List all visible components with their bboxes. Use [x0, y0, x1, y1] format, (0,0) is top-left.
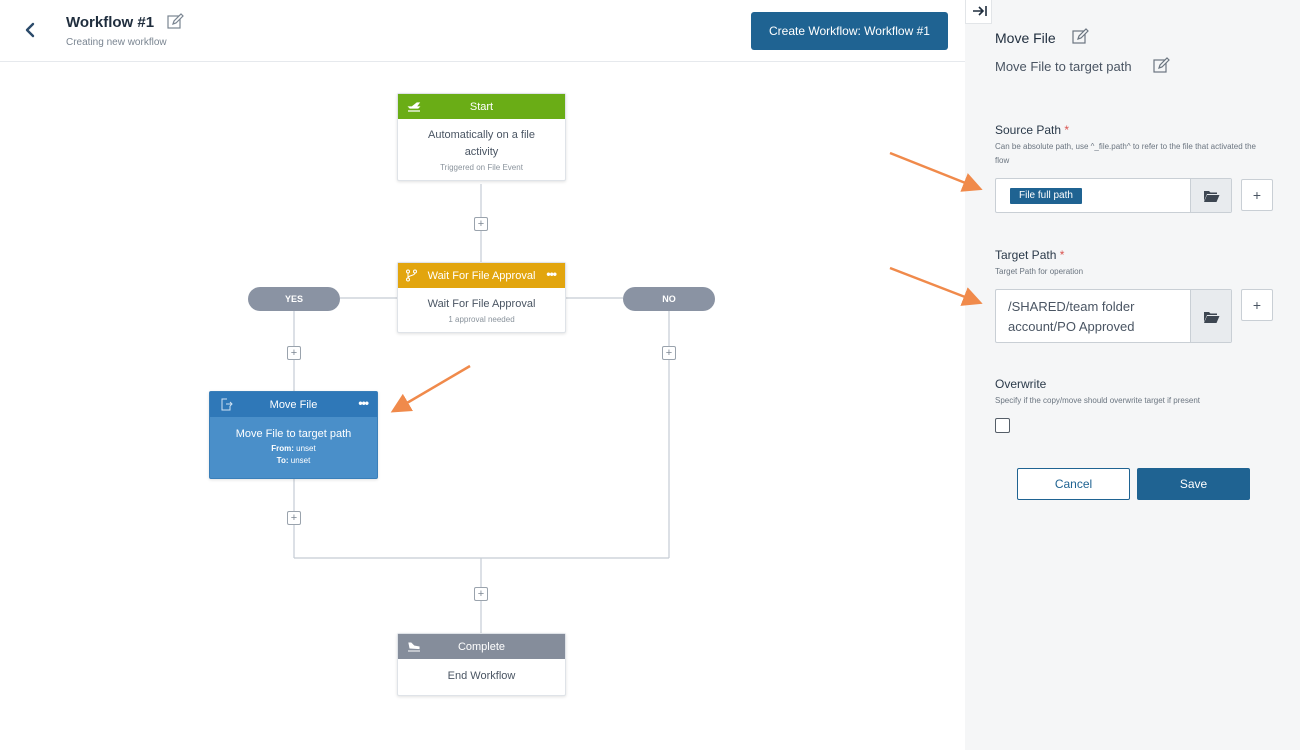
move-file-icon: [221, 398, 233, 411]
branch-yes-pill[interactable]: YES: [248, 287, 340, 311]
approval-node-header: Wait For File Approval •••: [398, 263, 565, 288]
target-path-help: Target Path for operation: [995, 267, 1084, 276]
add-step-before-complete-button[interactable]: +: [474, 587, 488, 601]
branch-no-pill[interactable]: NO: [623, 287, 715, 311]
target-path-label: Target Path *: [995, 248, 1064, 262]
from-label: From:: [271, 444, 294, 453]
move-file-node-header: Move File •••: [210, 392, 377, 417]
edit-title-icon[interactable]: [166, 13, 184, 31]
start-node-trigger: Triggered on File Event: [440, 163, 523, 172]
source-path-help: Can be absolute path, use ^_file.path^ t…: [995, 142, 1257, 165]
panel-title: Move File: [995, 30, 1056, 46]
complete-node[interactable]: Complete End Workflow: [397, 633, 566, 696]
source-browse-button[interactable]: [1190, 179, 1231, 212]
start-node-description: Automatically on a file activity: [428, 129, 535, 158]
folder-open-icon: [1204, 312, 1220, 323]
save-button[interactable]: Save: [1137, 468, 1250, 500]
overwrite-help: Specify if the copy/move should overwrit…: [995, 396, 1200, 405]
takeoff-icon: [407, 102, 421, 112]
to-label: To:: [276, 456, 289, 465]
target-add-button[interactable]: +: [1241, 289, 1273, 321]
edit-panel-title-icon[interactable]: [1071, 28, 1089, 46]
target-path-label-text: Target Path: [995, 248, 1057, 262]
approval-node-count: 1 approval needed: [448, 315, 515, 324]
landing-icon: [408, 642, 420, 652]
properties-panel: [965, 0, 1300, 750]
source-path-label: Source Path *: [995, 123, 1069, 137]
branch-icon: [406, 269, 417, 282]
folder-open-icon: [1204, 191, 1220, 202]
page-subtitle: Creating new workflow: [66, 37, 167, 48]
add-step-no-button[interactable]: +: [662, 346, 676, 360]
cancel-button[interactable]: Cancel: [1017, 468, 1130, 500]
required-marker: *: [1059, 248, 1065, 262]
move-file-node-description: Move File to target path: [235, 428, 352, 440]
target-path-value[interactable]: /SHARED/team folder account/PO Approved: [1008, 299, 1135, 334]
overwrite-label: Overwrite: [995, 377, 1047, 391]
start-node[interactable]: Start Automatically on a file activity T…: [397, 93, 566, 181]
source-path-field[interactable]: File full path: [995, 178, 1232, 213]
workflow-canvas: Workflow #1 Creating new workflow Create…: [0, 0, 965, 696]
source-add-button[interactable]: +: [1241, 179, 1273, 211]
complete-node-header: Complete: [398, 634, 565, 659]
add-step-button[interactable]: +: [474, 217, 488, 231]
complete-node-description: End Workflow: [447, 670, 516, 682]
move-file-menu-icon[interactable]: •••: [358, 396, 369, 410]
to-value: unset: [290, 456, 311, 465]
overwrite-checkbox[interactable]: [995, 418, 1010, 433]
from-value: unset: [296, 444, 316, 453]
target-path-field[interactable]: /SHARED/team folder account/PO Approved: [995, 289, 1232, 343]
approval-node-title: Wait For File Approval: [427, 269, 536, 282]
page-title: Workflow #1: [66, 14, 155, 31]
create-workflow-button[interactable]: Create Workflow: Workflow #1: [751, 12, 948, 50]
workflow-header: Workflow #1 Creating new workflow Create…: [0, 0, 965, 62]
start-node-title: Start: [469, 100, 494, 113]
back-arrow-icon[interactable]: [20, 19, 42, 41]
approval-node[interactable]: Wait For File Approval ••• Wait For File…: [397, 262, 566, 333]
file-full-path-chip[interactable]: File full path: [1010, 188, 1082, 204]
move-file-node-title: Move File: [269, 398, 318, 411]
add-step-after-move-button[interactable]: +: [287, 511, 301, 525]
required-marker: *: [1064, 123, 1070, 137]
collapse-panel-icon[interactable]: [965, 0, 992, 24]
add-step-yes-button[interactable]: +: [287, 346, 301, 360]
start-node-header: Start: [398, 94, 565, 119]
target-browse-button[interactable]: [1190, 290, 1231, 342]
panel-subtitle: Move File to target path: [995, 59, 1132, 74]
move-file-node[interactable]: Move File ••• Move File to target path F…: [209, 391, 378, 479]
approval-node-description: Wait For File Approval: [427, 298, 536, 310]
edit-panel-subtitle-icon[interactable]: [1152, 57, 1170, 75]
approval-menu-icon[interactable]: •••: [546, 267, 557, 281]
complete-node-title: Complete: [457, 640, 506, 653]
source-path-label-text: Source Path: [995, 123, 1062, 137]
